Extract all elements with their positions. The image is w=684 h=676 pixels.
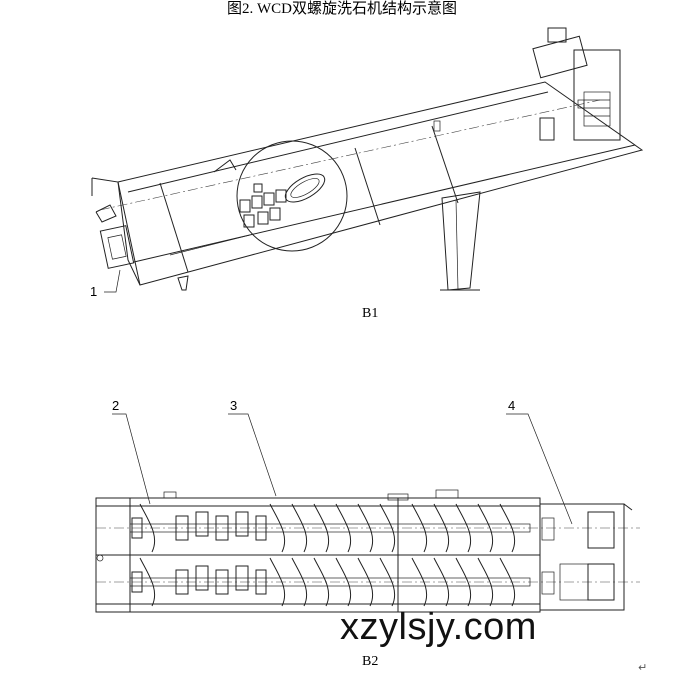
callout-3: 3: [230, 398, 238, 413]
lower-spiral: [139, 557, 516, 607]
callout-1: 1: [90, 284, 98, 299]
callout-4: 4: [508, 398, 516, 413]
caption-b2: B2: [362, 654, 379, 669]
caption-b1: B1: [362, 306, 379, 321]
watermark: xzylsjy.com: [340, 606, 537, 648]
side-view-b1: [91, 27, 644, 293]
callout-2: 2: [112, 398, 120, 413]
trough-body: [117, 81, 644, 286]
callout-1-leader: [104, 269, 121, 293]
callout-3-leader: [228, 413, 277, 497]
upper-spiral: [139, 503, 516, 553]
plan-view-b2: [95, 413, 640, 613]
plan-drive: [539, 503, 625, 611]
screw-flight: [284, 173, 326, 203]
detail-circle: [236, 140, 348, 252]
rear-support: [441, 191, 481, 291]
bearing-blocks: [239, 183, 287, 228]
callout-2-leader: [112, 413, 151, 505]
front-support: [177, 275, 189, 291]
callout-4-leader: [506, 413, 573, 525]
figure-title: 图2. WCD双螺旋洗石机结构示意图: [227, 1, 457, 17]
paddle-blocks: [175, 511, 267, 595]
return-mark: ↵: [638, 661, 648, 674]
drive-unit-side: [532, 27, 621, 141]
